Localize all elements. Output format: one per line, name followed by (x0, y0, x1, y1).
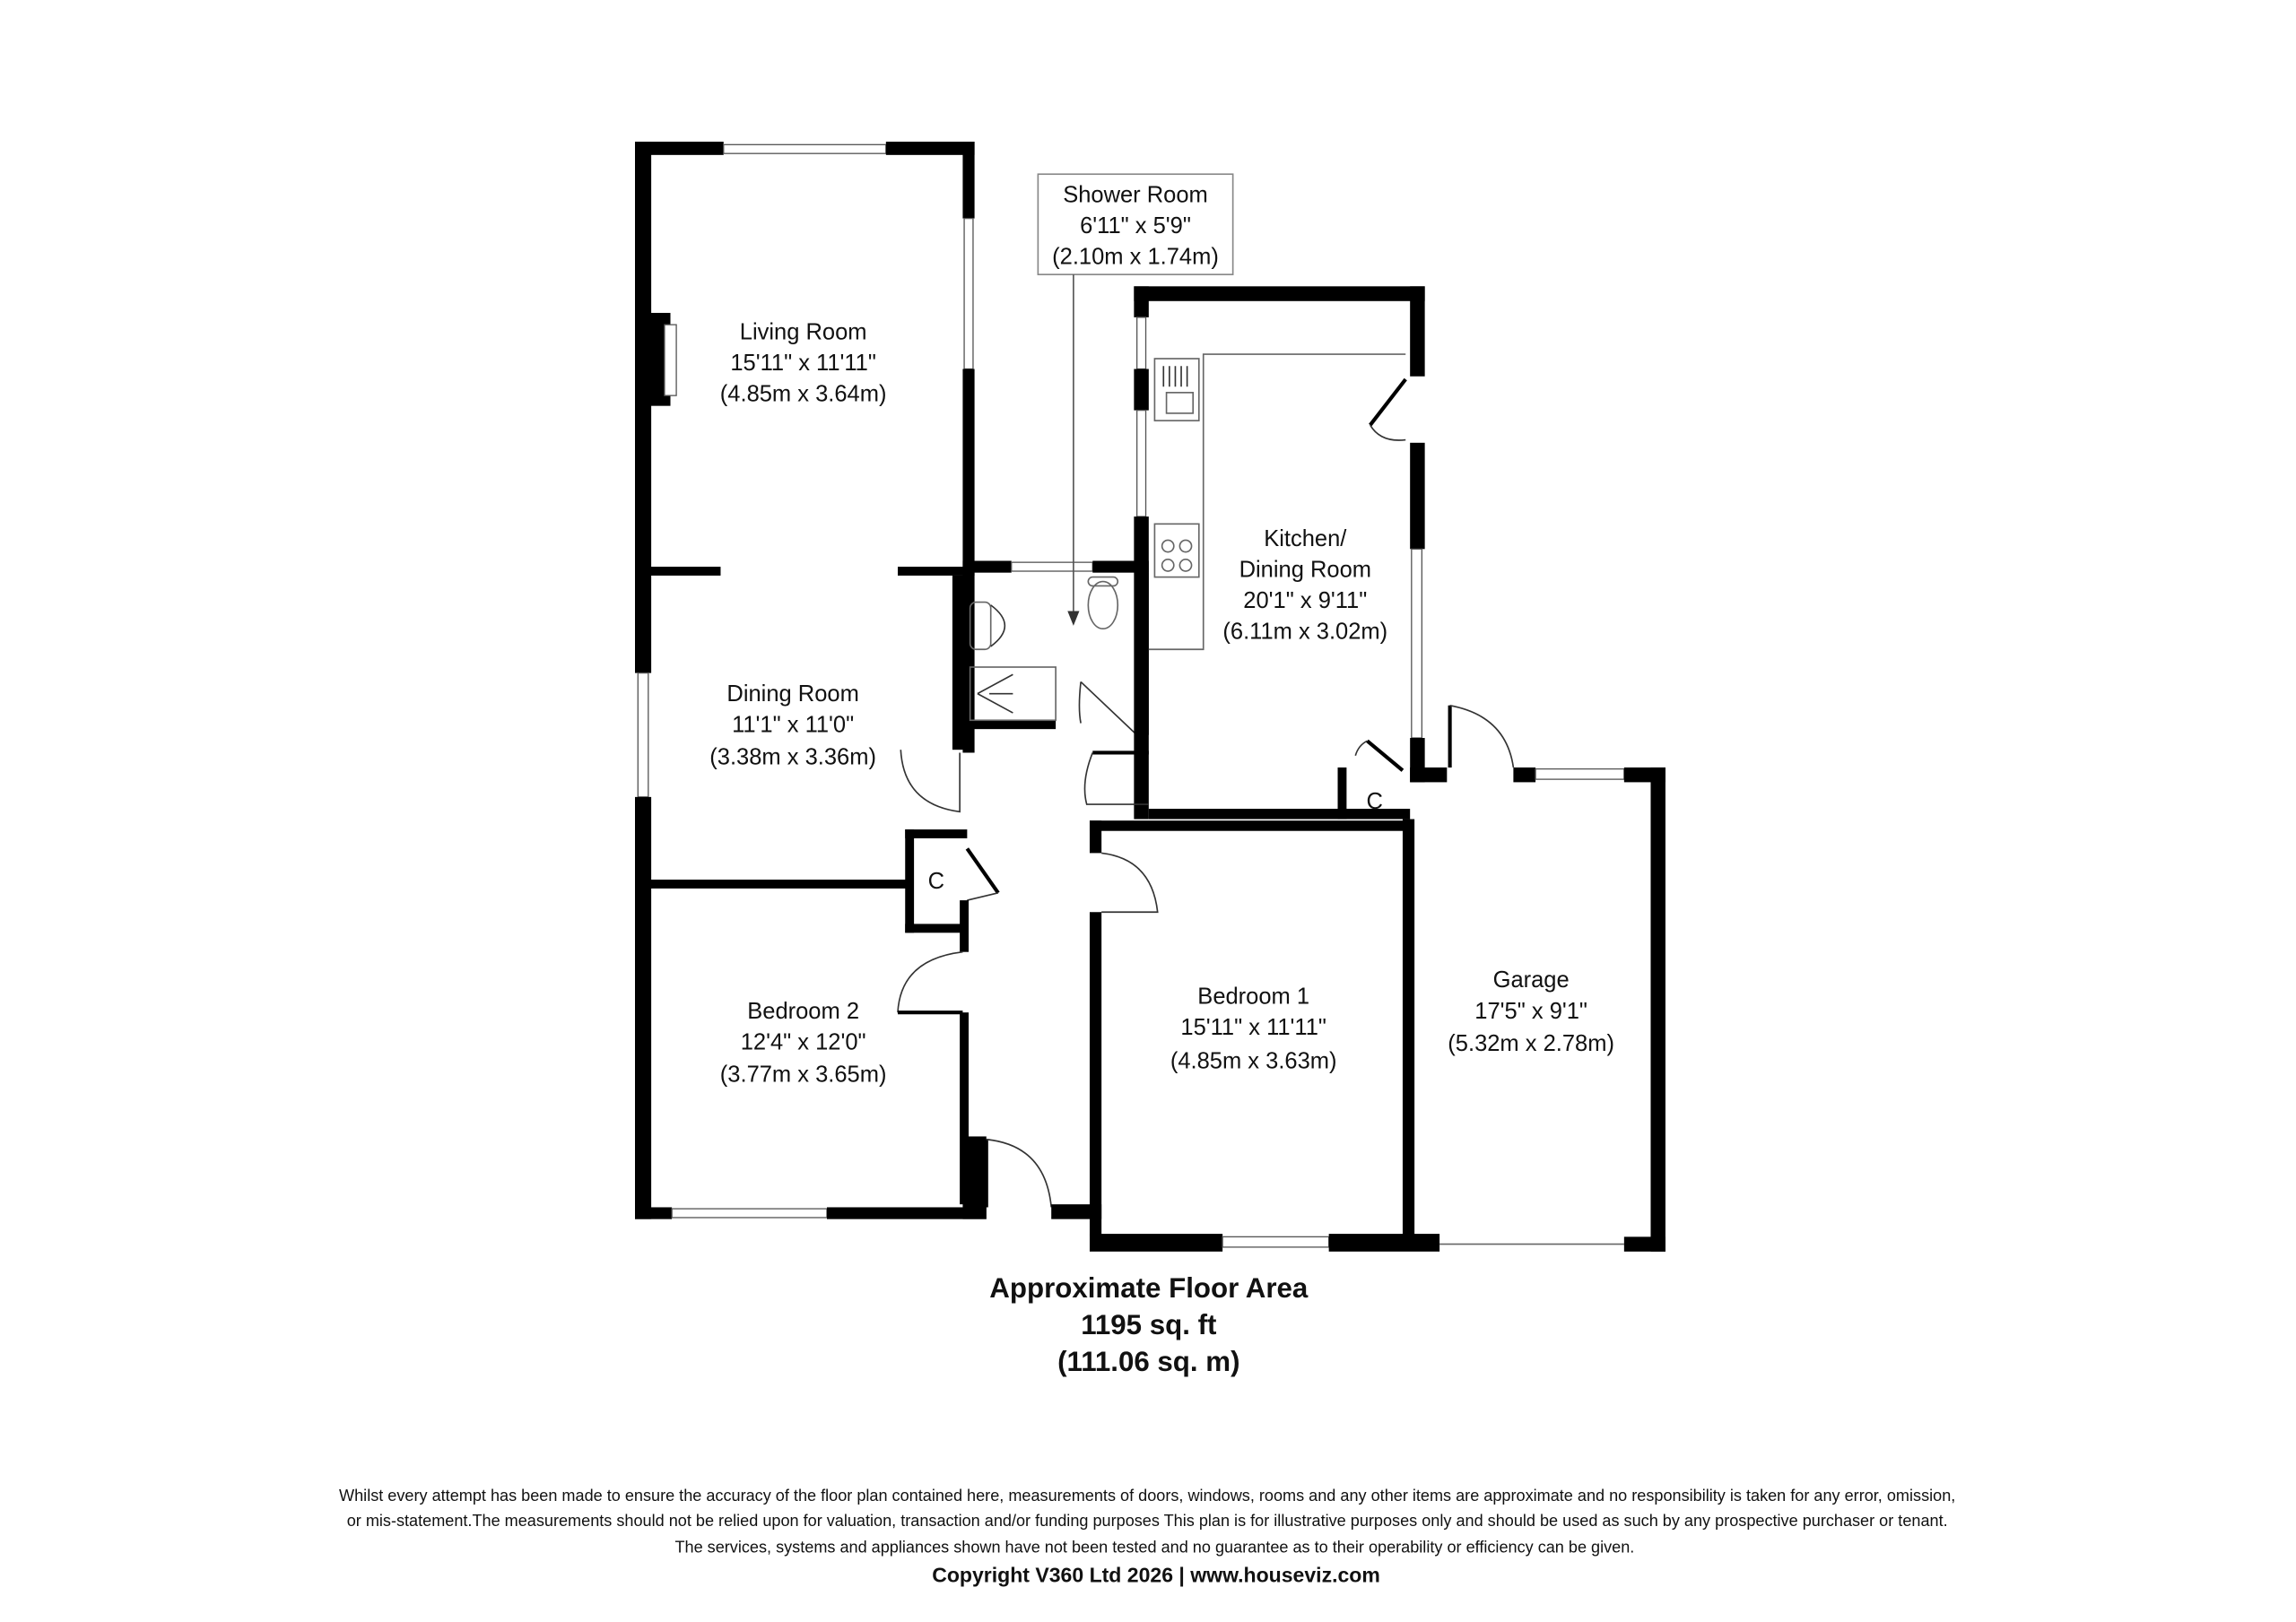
room-metric: (3.77m x 3.65m) (720, 1063, 887, 1088)
room-name: Dining Room (726, 681, 858, 707)
room-name: Kitchen/ (1264, 526, 1347, 551)
room-imperial: 15'11" x 11'11" (1180, 1015, 1326, 1040)
room-name-2: Dining Room (1239, 558, 1371, 583)
room-living: Living Room 15'11" x 11'11" (4.85m x 3.6… (720, 320, 887, 407)
cupboard-label: C (928, 869, 944, 894)
sink-icon (1153, 358, 1200, 421)
walls (635, 142, 1665, 1252)
disclaimer-line-2: or mis-statement.The measurements should… (347, 1512, 1948, 1530)
room-bedroom2: Bedroom 2 12'4" x 12'0" (3.77m x 3.65m) (720, 999, 887, 1088)
room-kitchen: Kitchen/ Dining Room 20'1" x 9'11" (6.11… (1222, 526, 1387, 645)
room-dining: Dining Room 11'1" x 11'0" (3.38m x 3.36m… (709, 681, 876, 770)
room-imperial: 20'1" x 9'11" (1243, 588, 1367, 613)
room-imperial: 12'4" x 12'0" (741, 1029, 866, 1054)
room-name: Shower Room (1063, 183, 1208, 208)
room-metric: (5.32m x 2.78m) (1448, 1031, 1614, 1056)
room-imperial: 6'11" x 5'9" (1080, 213, 1191, 239)
room-name: Living Room (740, 320, 867, 345)
copyright: Copyright V360 Ltd 2026 | www.houseviz.c… (932, 1564, 1380, 1587)
room-name: Bedroom 1 (1197, 984, 1309, 1009)
floor-area-imperial: 1195 sq. ft (1081, 1309, 1217, 1340)
room-name: Garage (1493, 967, 1570, 993)
room-metric: (4.85m x 3.63m) (1170, 1049, 1337, 1074)
room-imperial: 17'5" x 9'1" (1474, 999, 1587, 1024)
hob-icon (1153, 523, 1200, 578)
room-imperial: 11'1" x 11'0" (732, 712, 854, 737)
floor-area-metric: (111.06 sq. m) (1057, 1346, 1239, 1377)
room-metric: (6.11m x 3.02m) (1222, 620, 1387, 645)
room-garage: Garage 17'5" x 9'1" (5.32m x 2.78m) (1448, 967, 1614, 1056)
room-metric: (3.38m x 3.36m) (709, 745, 876, 770)
disclaimer-line-1: Whilst every attempt has been made to en… (339, 1487, 1955, 1505)
room-imperial: 15'11" x 11'11" (730, 351, 876, 376)
cupboard-label: C (1366, 789, 1382, 814)
room-shower: Shower Room 6'11" x 5'9" (2.10m x 1.74m) (1037, 173, 1234, 626)
disclaimer: Whilst every attempt has been made to en… (339, 1487, 1955, 1587)
disclaimer-line-3: The services, systems and appliances sho… (674, 1539, 1634, 1557)
room-bedroom1: Bedroom 1 15'11" x 11'11" (4.85m x 3.63m… (1170, 984, 1337, 1073)
room-metric: (4.85m x 3.64m) (720, 382, 887, 407)
room-metric: (2.10m x 1.74m) (1052, 245, 1219, 270)
room-name: Bedroom 2 (747, 999, 859, 1024)
floor-area-title: Approximate Floor Area (989, 1272, 1309, 1304)
floor-area: Approximate Floor Area 1195 sq. ft (111.… (989, 1272, 1309, 1377)
